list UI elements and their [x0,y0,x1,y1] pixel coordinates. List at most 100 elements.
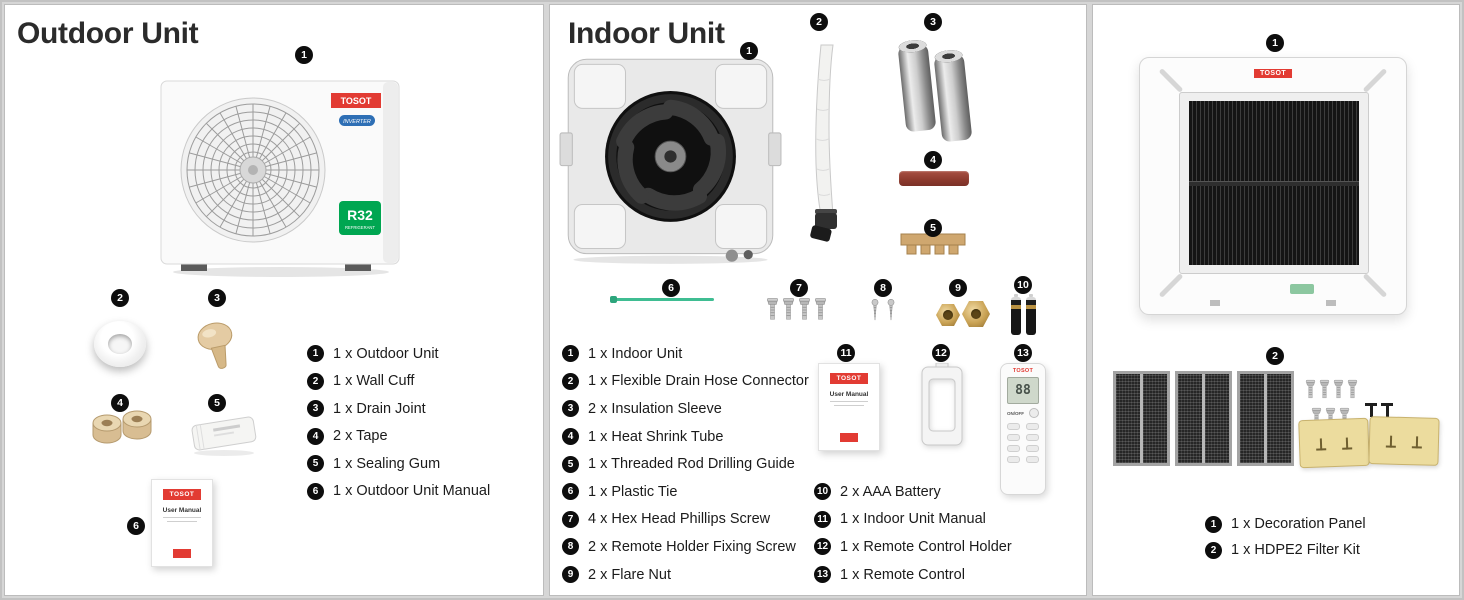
item-number-badge: 11 [814,510,831,528]
tosot-logo: TOSOT [162,489,202,500]
item-label: 1 x Indoor Unit Manual [840,511,986,528]
item-number-badge: 2 [307,372,324,390]
template-mark [1342,437,1352,449]
item-label: 1 x Sealing Gum [333,455,441,472]
onoff-label: ON/OFF [1007,410,1024,416]
item-label: 1 x Decoration Panel [1231,516,1366,532]
indoor-unit-image [559,58,782,264]
item-label: 2 x Flare Nut [588,566,671,583]
manual-text-line [834,405,864,406]
insulation-sleeve [933,53,973,143]
plastic-tie-image [610,296,714,303]
indoor-marker-5: 5 [924,219,942,237]
manual-text-line [830,401,868,402]
template-mark [1316,438,1326,450]
item-label: 2 x Tape [333,428,388,445]
hex-screw-icon [815,298,826,320]
outdoor-unit-panel: Outdoor Unit 1 2 3 4 5 6 [4,4,544,596]
item-number-badge: 3 [562,400,579,418]
indoor-unit-panel: Indoor Unit 1 2 3 4 5 6 7 8 9 10 11 12 1… [549,4,1087,596]
item-number-badge: 13 [814,566,831,584]
indoor-manual-image: TOSOT User Manual [818,363,880,451]
manual-text-line [163,517,201,518]
item-number-badge: 12 [814,538,831,556]
item-number-badge: 6 [562,483,579,501]
item-number-badge: 5 [307,455,324,473]
legend-item: 2 1 x HDPE2 Filter Kit [1205,537,1366,563]
outdoor-marker-5: 5 [208,394,226,412]
indoor-panel-title: Indoor Unit [568,17,725,50]
item-label: 1 x Outdoor Unit Manual [333,483,491,500]
item-number-badge: 2 [1205,541,1222,559]
item-number-badge: 4 [307,427,324,445]
manual-title: User Manual [829,391,869,398]
indoor-marker-13: 13 [1014,344,1032,362]
item-label: 2 x AAA Battery [840,483,941,500]
tosot-logo: TOSOT [1254,69,1292,78]
item-number-badge: 7 [562,510,579,528]
item-label: 1 x Threaded Rod Drilling Guide [588,456,795,473]
aaa-battery [1026,294,1036,335]
indoor-marker-12: 12 [932,344,950,362]
item-label: 4 x Hex Head Phillips Screw [588,511,771,528]
item-label: 1 x Outdoor Unit [333,345,439,362]
remote-control-image: TOSOT 88 ON/OFF [1000,363,1046,495]
outdoor-manual-image: TOSOT User Manual [151,479,213,567]
heat-shrink-tube-image [899,171,969,186]
hex-screw-icon [1319,379,1330,399]
item-number-badge: 2 [562,372,579,390]
outdoor-marker-1: 1 [295,46,313,64]
legend-item: 10 2 x AAA Battery [814,478,1012,506]
item-number-badge: 1 [562,345,579,363]
legend-item: 4 1 x Heat Shrink Tube [562,423,809,451]
small-screw-icon [871,299,879,321]
item-label: 1 x HDPE2 Filter Kit [1231,542,1360,558]
hex-screws-image [766,297,827,323]
outdoor-marker-6: 6 [127,517,145,535]
svg-text:TOSOT: TOSOT [341,96,372,106]
hex-screw-icon [767,298,778,320]
corner-vent-slot [1362,273,1388,298]
item-number-badge: 4 [562,428,579,446]
item-number-badge: 3 [307,400,324,418]
indoor-marker-1: 1 [740,42,758,60]
manual-footer-mark [173,549,191,558]
item-number-badge: 1 [307,345,324,363]
outdoor-marker-4: 4 [111,394,129,412]
flare-nut [962,301,990,327]
item-number-badge: 8 [562,538,579,556]
item-label: 1 x Flexible Drain Hose Connector [588,373,809,390]
item-label: 2 x Remote Holder Fixing Screw [588,538,796,555]
hex-screw-icon [1333,379,1344,399]
wall-cuff-image [94,321,146,367]
item-label: 1 x Heat Shrink Tube [588,428,724,445]
lcd-digits: 88 [1015,383,1031,398]
outdoor-marker-2: 2 [111,289,129,307]
anchor-pin-icon [1365,403,1377,418]
drain-joint-image [197,322,233,369]
tosot-logo: TOSOT [1012,368,1034,374]
r32-badge: R32 REFRIGERANT [339,201,381,235]
indoor-marker-7: 7 [790,279,808,297]
acc-marker-2: 2 [1266,347,1284,365]
item-number-badge: 10 [814,483,831,501]
drilling-guide-image [900,233,966,255]
drain-hose-connector-image [810,44,837,242]
manual-title: User Manual [162,507,202,514]
corner-vent-slot [1158,68,1184,93]
item-label: 2 x Insulation Sleeve [588,400,722,417]
item-label: 1 x Remote Control Holder [840,538,1012,555]
sealing-gum-image [191,416,257,456]
template-mark [1412,436,1422,448]
outdoor-marker-3: 3 [208,289,226,307]
legend-item: 8 2 x Remote Holder Fixing Screw [562,533,809,561]
energy-sticker [1290,284,1314,294]
panel-grille-frame [1179,92,1369,274]
